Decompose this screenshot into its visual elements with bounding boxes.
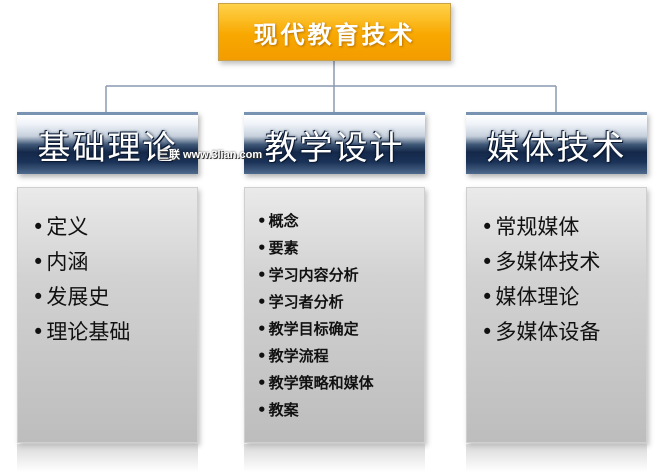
list-item: •多媒体设备 [481,320,601,344]
list-item: •学习内容分析 [257,266,359,284]
list-item: •发展史 [32,285,110,309]
branch-title: 基础理论 [37,127,178,167]
watermark: 三联 www.3lian.com [158,149,263,161]
list-item: •多媒体技术 [481,250,601,274]
list-item: •定义 [32,215,89,239]
panel-reflection [244,444,425,472]
list-item: •教学流程 [257,347,329,365]
branch-panel-media-technology: •常规媒体 •多媒体技术 •媒体理论 •多媒体设备 [466,187,647,443]
list-item: •教案 [257,401,299,419]
list-item: •学习者分析 [257,293,344,311]
list-item: •常规媒体 [481,215,580,239]
branch-header-instructional-design: 教学设计 [244,112,425,174]
list-item: •概念 [257,212,299,230]
panel-reflection [17,444,198,472]
list-item: •教学目标确定 [257,320,359,338]
root-node: 现代教育技术 [218,3,451,61]
root-title: 现代教育技术 [253,20,416,49]
panel-reflection [466,444,647,472]
list-item: •理论基础 [32,320,131,344]
branch-header-media-technology: 媒体技术 [466,112,647,174]
branch-panel-instructional-design: •概念 •要素 •学习内容分析 •学习者分析 •教学目标确定 •教学流程 •教学… [244,187,425,443]
list-item: •媒体理论 [481,285,580,309]
list-item: •教学策略和媒体 [257,374,374,392]
branch-header-foundations: 基础理论 [17,112,198,174]
branch-panel-foundations: •定义 •内涵 •发展史 •理论基础 [17,187,198,443]
list-item: •要素 [257,239,299,257]
branch-title: 媒体技术 [486,127,627,167]
list-item: •内涵 [32,250,89,274]
branch-title: 教学设计 [264,127,405,167]
